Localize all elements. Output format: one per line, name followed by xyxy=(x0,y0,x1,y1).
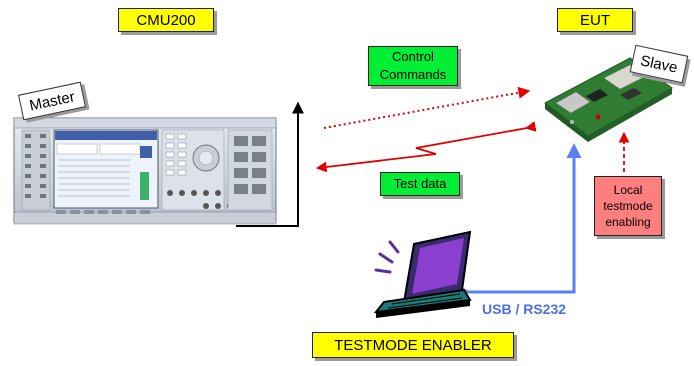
usb-rs232-label: USB / RS232 xyxy=(482,301,567,317)
local-line3: enabling xyxy=(605,215,651,229)
local-line2: testmode xyxy=(603,199,653,213)
usb-link-arrow xyxy=(456,143,582,300)
eut-board xyxy=(544,57,673,142)
local-line1: Local xyxy=(613,183,643,197)
eut-label: EUT xyxy=(557,8,633,32)
cmu200-instrument xyxy=(13,117,277,225)
cmu200-label: CMU200 xyxy=(118,8,214,32)
rf-cable xyxy=(236,101,304,227)
control-commands-arrow xyxy=(323,86,531,129)
control-commands-box: Control Commands xyxy=(368,46,458,86)
test-data-box: Test data xyxy=(380,172,460,196)
laptop-icon xyxy=(373,230,472,318)
test-data-arrow xyxy=(315,121,537,173)
testmode-enabler-label: TESTMODE ENABLER xyxy=(312,332,514,358)
control-commands-line1: Control xyxy=(392,49,434,64)
control-commands-line2: Commands xyxy=(379,67,447,82)
local-testmode-box: Local testmode enabling xyxy=(594,176,662,236)
